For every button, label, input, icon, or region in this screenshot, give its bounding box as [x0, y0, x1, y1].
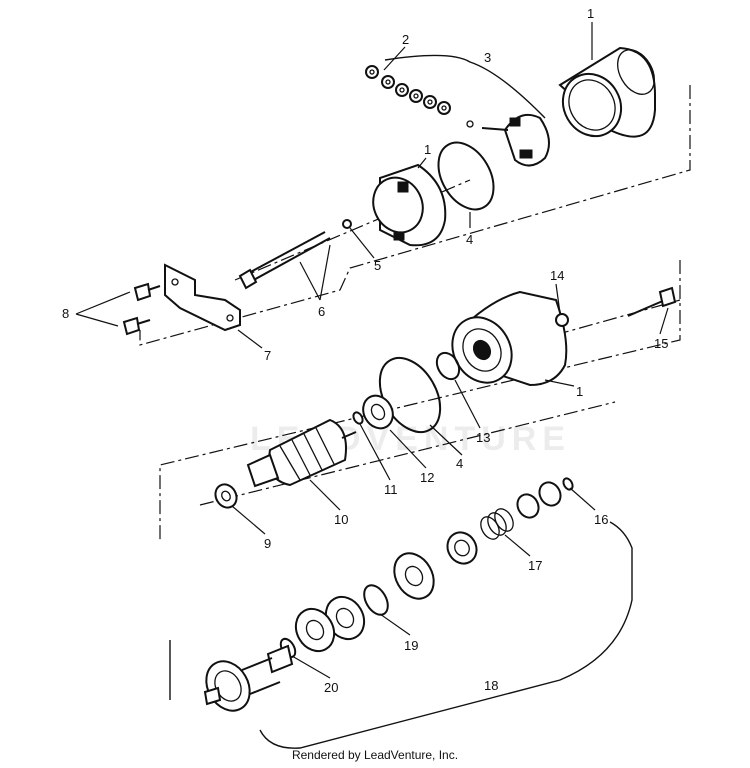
- washer-5: [342, 219, 352, 229]
- callout-6: 6: [318, 304, 325, 319]
- callout-8: 8: [62, 306, 69, 321]
- footer-credit: Rendered by LeadVenture, Inc.: [291, 748, 459, 762]
- ring-19: [363, 584, 389, 616]
- callout-4-lower: 4: [456, 456, 463, 471]
- callout-19: 19: [404, 638, 418, 653]
- clutch-parts: [446, 477, 574, 565]
- brace-18: [169, 521, 633, 749]
- brush-end-cover: [372, 163, 447, 247]
- front-housing: [451, 290, 568, 387]
- bearing-12: [362, 394, 394, 430]
- callout-5: 5: [374, 258, 381, 273]
- callout-11: 11: [384, 482, 398, 497]
- callout-12: 12: [420, 470, 434, 485]
- washer-set: [365, 65, 451, 115]
- callout-15: 15: [654, 336, 668, 351]
- planetary-plates: [294, 595, 366, 653]
- callout-17: 17: [528, 558, 542, 573]
- bracket: [164, 263, 241, 332]
- yoke-housing: [558, 46, 656, 138]
- callout-2: 2: [402, 32, 409, 47]
- callout-10: 10: [334, 512, 348, 527]
- callout-9: 9: [264, 536, 271, 551]
- armature: [246, 418, 357, 488]
- callout-14: 14: [550, 268, 564, 283]
- washer-14: [555, 313, 569, 327]
- washer-9: [214, 483, 238, 509]
- o-ring-upper: [437, 141, 495, 211]
- brace-3: [384, 54, 546, 119]
- pinion-clutch: [393, 552, 435, 600]
- callout-1-yoke: 1: [587, 6, 594, 21]
- callout-7: 7: [264, 348, 271, 363]
- callout-1-cover: 1: [424, 142, 431, 157]
- callout-4-upper: 4: [466, 232, 473, 247]
- callout-labels: 1 2 3 1 4 5 6 7 8 14 15 1 13 4 12 11 10 …: [62, 6, 668, 695]
- mounting-bolt-15: [627, 286, 677, 317]
- callout-18: 18: [484, 678, 498, 693]
- output-gear-shaft: [203, 644, 294, 712]
- callout-20: 20: [324, 680, 338, 695]
- callout-1-front: 1: [576, 384, 583, 399]
- leader-lines: [75, 22, 669, 679]
- brush-holder: [466, 114, 550, 167]
- callout-13: 13: [476, 430, 490, 445]
- bracket-bolts: [122, 282, 161, 336]
- clip-11: [352, 411, 364, 425]
- through-bolts: [238, 231, 331, 290]
- ring-13: [435, 351, 461, 381]
- callout-16: 16: [594, 512, 608, 527]
- callout-3: 3: [484, 50, 491, 65]
